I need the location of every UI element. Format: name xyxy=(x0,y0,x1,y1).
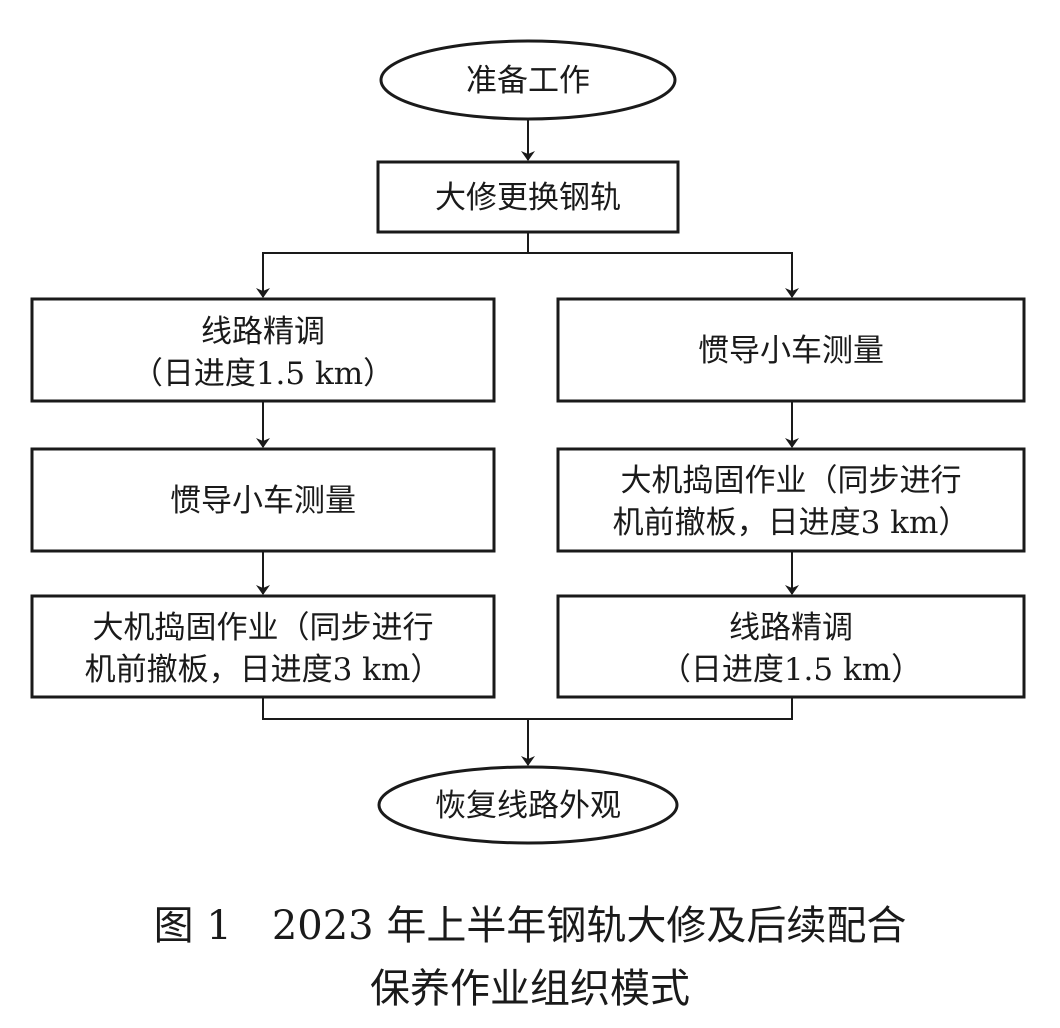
end-node: 恢复线路外观 xyxy=(377,765,679,845)
left-step-b-node: 惯导小车测量 xyxy=(30,447,496,553)
split-connector xyxy=(256,232,529,298)
right-step-c-line2: （日进度1.5 km） xyxy=(660,652,922,688)
figure-caption-line-2: 保养作业组织模式 xyxy=(370,966,690,1012)
start-node: 准备工作 xyxy=(379,39,677,121)
right-step-b-line1: 大机捣固作业（同步进行 xyxy=(621,463,962,499)
start-node-label: 准备工作 xyxy=(466,63,590,99)
right-step-c-line1: 线路精调 xyxy=(729,610,853,646)
left-step-c-line2: 机前撤板，日进度3 km） xyxy=(85,652,442,688)
flowchart: 准备工作 大修更换钢轨 线路精调 （日进度1.5 km） 惯导小车测量 大机捣固… xyxy=(30,39,1026,845)
right-step-b-line2: 机前撤板，日进度3 km） xyxy=(613,505,970,541)
left-step-a-node: 线路精调 （日进度1.5 km） xyxy=(30,297,496,403)
right-step-c-node: 线路精调 （日进度1.5 km） xyxy=(556,594,1026,699)
step1-label: 大修更换钢轨 xyxy=(435,180,621,216)
left-step-c-node: 大机捣固作业（同步进行 机前撤板，日进度3 km） xyxy=(30,594,496,699)
left-step-c-line1: 大机捣固作业（同步进行 xyxy=(93,610,434,646)
left-step-b-line1: 惯导小车测量 xyxy=(170,483,356,519)
split-connector-right xyxy=(528,252,799,298)
right-step-a-node: 惯导小车测量 xyxy=(556,297,1026,403)
end-node-label: 恢复线路外观 xyxy=(435,788,621,824)
figure-caption-line-1: 图 1 2023 年上半年钢轨大修及后续配合 xyxy=(153,903,907,949)
right-step-a-line1: 惯导小车测量 xyxy=(698,333,884,369)
merge-connector xyxy=(262,697,793,720)
left-step-a-line2: （日进度1.5 km） xyxy=(132,356,394,392)
left-step-a-line1: 线路精调 xyxy=(201,314,325,350)
step1-node: 大修更换钢轨 xyxy=(376,160,680,234)
right-step-b-node: 大机捣固作业（同步进行 机前撤板，日进度3 km） xyxy=(556,447,1026,553)
